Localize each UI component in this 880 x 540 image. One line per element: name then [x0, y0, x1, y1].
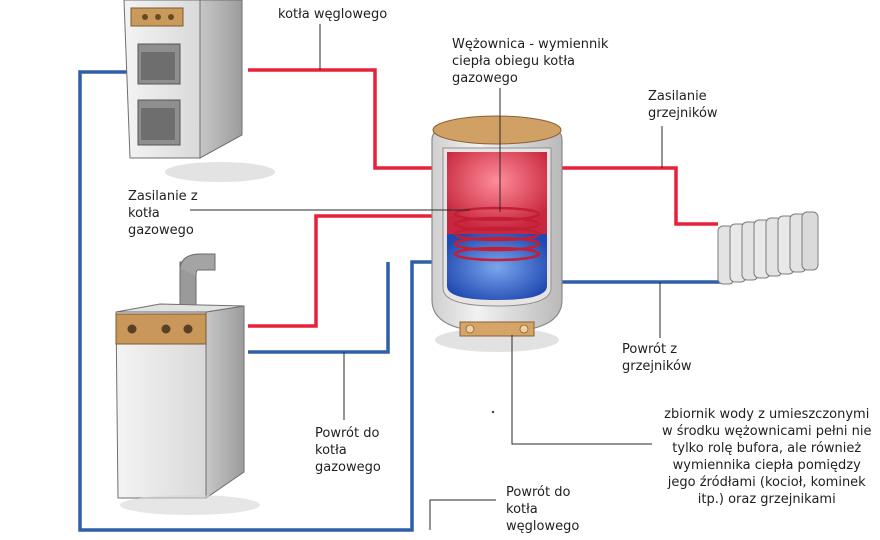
return-pipes [78, 70, 720, 532]
radiator-return-label: Powrót z grzejników [622, 342, 692, 374]
stray-dot [491, 410, 495, 414]
radiator-icon [717, 211, 819, 285]
coal-supply-pipe [248, 68, 440, 170]
tank-desc-leader [511, 335, 652, 445]
gas-boiler-icon [115, 253, 260, 515]
coil-label: Wężownica - wymiennik ciepła obiegu kotł… [452, 37, 609, 86]
coal-supply-label: kotła węglowego [278, 7, 388, 22]
gas-supply-pipe [248, 214, 440, 328]
radiator-supply-pipe [555, 166, 718, 226]
gas-supply-label: Zasilanie z kotła gazowego [128, 189, 198, 238]
tank-description-label: zbiornik wody z umieszczonymi w środku w… [662, 407, 872, 507]
gas-return-pipe [248, 262, 390, 354]
coal-boiler-icon [123, 0, 275, 182]
gas-return-label: Powrót do kotła gazowego [315, 426, 381, 475]
leader-lines [190, 24, 663, 530]
supply-pipes [248, 68, 718, 328]
coal-return-label: Powrót do kotła węglowego [506, 485, 580, 534]
buffer-tank-icon [431, 115, 563, 352]
radiator-supply-label: Zasilanie grzejników [648, 89, 718, 121]
coal-return-pipe [78, 70, 440, 532]
coal-return-leader [429, 499, 496, 530]
